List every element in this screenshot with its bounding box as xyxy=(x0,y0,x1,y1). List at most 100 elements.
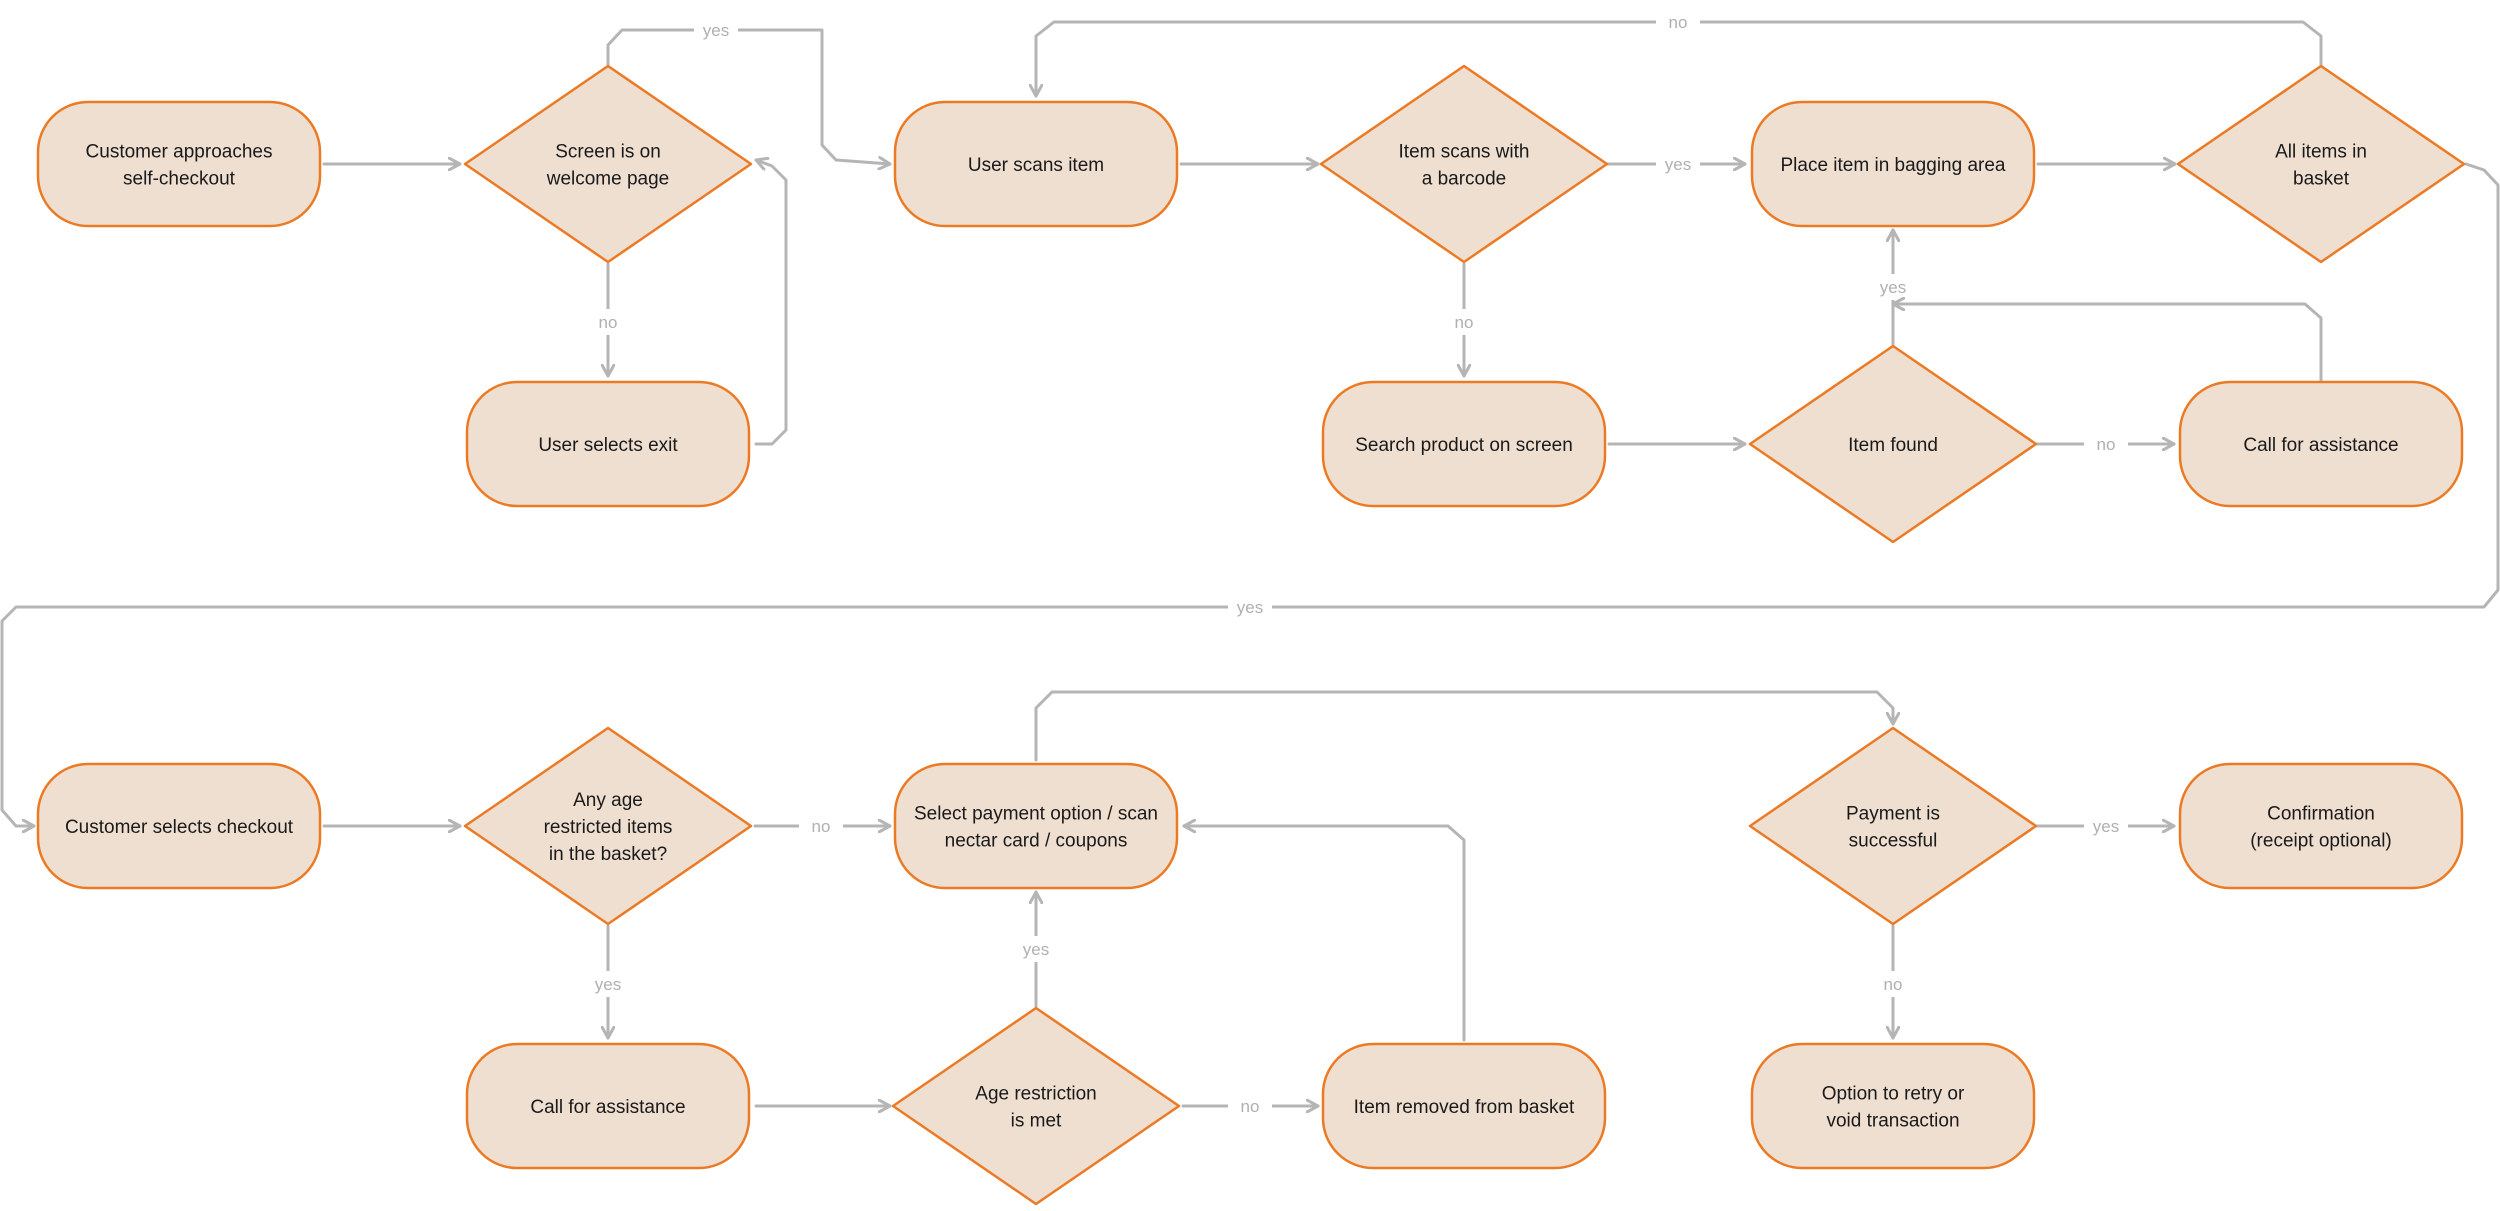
edge-payment_successful-to-retry_void: no xyxy=(1871,924,1915,1040)
node-label: Call for assistance xyxy=(530,1097,685,1118)
edges-layer: yes no yes no yes no no yes no yes yes no yes no xyxy=(0,9,2500,1119)
decision-diamond xyxy=(1748,344,2038,544)
node-label: Payment is xyxy=(1846,804,1940,825)
node-label: Confirmation xyxy=(2267,804,2375,825)
node-label: Item scans with xyxy=(1399,142,1530,163)
edge-age_restriction_met-to-item_removed: no xyxy=(1181,1093,1320,1119)
edge-line xyxy=(0,162,2500,826)
process-confirmation: Confirmation(receipt optional) xyxy=(2178,762,2464,890)
edge-item_found-to-call_assistance_top: no xyxy=(2035,431,2176,457)
process-box xyxy=(1321,380,1607,508)
decision-age-restriction-met: Age restriction is met xyxy=(891,1006,1181,1206)
decision-diamond xyxy=(463,726,753,926)
edge-label-background xyxy=(2084,813,2128,839)
process-search-product: Search product on screen xyxy=(1321,380,1607,508)
node-label: Place item in bagging area xyxy=(1781,155,2006,176)
edge-label-background xyxy=(799,813,843,839)
process-box xyxy=(2178,380,2464,508)
edge-label: yes xyxy=(1880,278,1906,297)
edge-label: yes xyxy=(1023,940,1049,959)
edge-payment_successful-to-confirmation: yes xyxy=(2035,813,2176,839)
node-label: Any age xyxy=(573,790,643,811)
decision-item-found: Item found xyxy=(1748,344,2038,544)
node-label: Call for assistance xyxy=(2243,435,2398,456)
edge-screen_welcome-to-user_scans_item: yes xyxy=(606,17,892,164)
process-box xyxy=(36,100,322,228)
decision-payment-successful: Payment is successful xyxy=(1748,726,2038,926)
node-label: Item removed from basket xyxy=(1354,1097,1575,1118)
edge-label: yes xyxy=(1665,155,1691,174)
process-item-removed: Item removed from basket xyxy=(1321,1042,1607,1170)
edge-label: no xyxy=(2097,435,2116,454)
node-label: restricted items xyxy=(544,817,673,838)
process-call-assistance-top: Call for assistance xyxy=(2178,380,2464,508)
node-label: nectar card / coupons xyxy=(945,831,1128,852)
node-label: Option to retry or xyxy=(1822,1084,1965,1105)
node-label: welcome page xyxy=(546,169,670,190)
process-box xyxy=(1321,1042,1607,1170)
node-label: Customer approaches xyxy=(86,142,273,163)
node-label: is met xyxy=(1011,1111,1062,1132)
node-label: self-checkout xyxy=(123,169,236,190)
node-label: User selects exit xyxy=(538,435,678,456)
edge-label-background xyxy=(1871,971,1915,997)
edge-label: yes xyxy=(703,21,729,40)
edge-label-background xyxy=(1014,936,1058,962)
edge-label: no xyxy=(599,313,618,332)
decision-diamond xyxy=(891,1006,1181,1206)
process-box xyxy=(465,1042,751,1170)
edge-all_items_basket-to-customer_selects_checkout: yes xyxy=(0,162,2500,826)
process-box xyxy=(893,762,1179,890)
edge-line xyxy=(754,160,788,446)
process-box xyxy=(2178,762,2464,890)
edge-label-background xyxy=(1228,1093,1272,1119)
node-label: Age restriction xyxy=(975,1084,1096,1105)
process-user-scans-item: User scans item xyxy=(893,100,1179,228)
node-label: void transaction xyxy=(1826,1111,1959,1132)
process-retry-void: Option to retry or void transaction xyxy=(1750,1042,2036,1170)
edge-label: no xyxy=(1884,975,1903,994)
process-box xyxy=(36,762,322,890)
process-call-assistance-bottom: Call for assistance xyxy=(465,1042,751,1170)
edge-label: no xyxy=(812,817,831,836)
edge-line xyxy=(1891,304,2323,382)
edge-line xyxy=(1034,690,1893,762)
node-label: in the basket? xyxy=(549,844,667,865)
process-user-selects-exit: User selects exit xyxy=(465,380,751,508)
edge-all_items_basket-to-user_scans_item: no xyxy=(1036,9,2323,98)
edge-line xyxy=(606,28,892,164)
process-customer-selects-checkout: Customer selects checkout xyxy=(36,762,322,890)
decision-item-scans-barcode: Item scans with a barcode xyxy=(1319,64,1609,264)
node-label: User scans item xyxy=(968,155,1104,176)
edge-label-background xyxy=(2084,431,2128,457)
process-customer-approaches: Customer approaches self-checkout xyxy=(36,100,322,228)
edge-label: no xyxy=(1455,313,1474,332)
node-label: All items in xyxy=(2275,142,2367,163)
process-box xyxy=(1750,100,2036,228)
node-label: a barcode xyxy=(1422,169,1507,190)
process-place-item-bagging: Place item in bagging area xyxy=(1750,100,2036,228)
edge-age_restriction_met-to-select_payment: yes xyxy=(1014,890,1058,1008)
node-label: successful xyxy=(1849,831,1938,852)
decision-age-restricted-items: Any age restricted items in the basket? xyxy=(463,726,753,926)
edge-label-background xyxy=(586,971,630,997)
node-label: basket xyxy=(2293,169,2350,190)
edge-label-background xyxy=(1656,9,1700,35)
edge-label-background xyxy=(694,17,738,43)
decision-diamond xyxy=(1319,64,1609,264)
edge-age_restricted_items-to-select_payment: no xyxy=(753,813,892,839)
edge-label: no xyxy=(1241,1097,1260,1116)
node-label: Select payment option / scan xyxy=(914,804,1158,825)
node-label: Customer selects checkout xyxy=(65,817,294,838)
edge-label: yes xyxy=(1237,598,1263,617)
process-box xyxy=(893,100,1179,228)
edge-label-background xyxy=(1656,151,1700,177)
process-box xyxy=(465,380,751,508)
edge-line xyxy=(1182,826,1466,1042)
edge-label: yes xyxy=(2093,817,2119,836)
edge-label-background xyxy=(586,309,630,335)
edge-label: yes xyxy=(595,975,621,994)
process-box xyxy=(1750,1042,2036,1170)
